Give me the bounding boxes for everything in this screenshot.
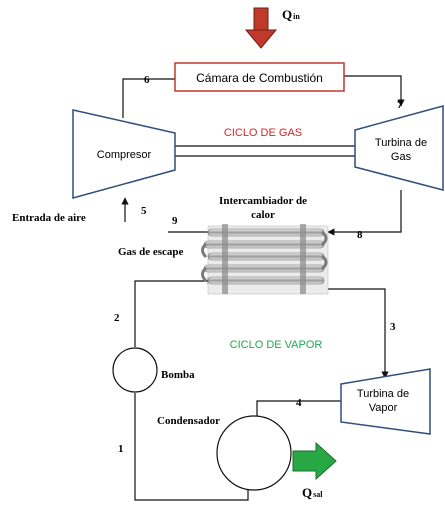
gas-turbine [354, 105, 444, 191]
line-compressor-to-combustion [122, 78, 175, 118]
condenser-label: Condensador [157, 415, 220, 427]
line-exchanger-to-vapor-turbine [325, 288, 389, 379]
state-point-2: 2 [114, 312, 120, 324]
heat-in-arrow [244, 7, 278, 49]
heat-out-label: Qsal [302, 485, 323, 500]
line-pump-to-exchanger [134, 277, 215, 347]
state-points: 1 2 3 4 5 6 7 8 9 [114, 74, 403, 455]
state-point-9: 9 [172, 215, 178, 227]
heat-in-label: Qin [282, 7, 300, 22]
gas-cycle-label: CICLO DE GAS [224, 127, 302, 139]
heat-exchanger-label-line1: Intercambiador de [219, 195, 307, 207]
line-combustion-to-turbine [344, 75, 405, 107]
pump [112, 347, 158, 393]
pump-label: Bomba [161, 369, 195, 381]
vapor-turbine-label-line1: Turbina de [357, 388, 409, 400]
state-point-3: 3 [390, 321, 396, 333]
heat-exchanger [201, 224, 329, 295]
heat-out-arrow [292, 441, 337, 481]
condenser [216, 415, 292, 491]
compressor-label: Compresor [97, 149, 152, 161]
combustion-chamber-label: Cámara de Combustión [196, 71, 323, 85]
state-point-1: 1 [118, 443, 124, 455]
gas-turbine-label-line1: Turbina de [375, 137, 427, 149]
line-turbine-to-exchanger [327, 190, 402, 236]
compressor [72, 109, 176, 199]
state-point-5: 5 [141, 205, 147, 217]
gas-cycle-lines [121, 75, 405, 236]
vapor-cycle-label: CICLO DE VAPOR [230, 339, 323, 351]
gas-turbine-label-line2: Gas [391, 151, 412, 163]
vapor-turbine-label-line2: Vapor [369, 402, 398, 414]
state-point-6: 6 [144, 74, 150, 86]
state-point-7: 7 [397, 99, 403, 111]
air-inlet-label: Entrada de aire [12, 212, 86, 224]
state-point-4: 4 [296, 397, 302, 409]
combustion-chamber [174, 62, 345, 92]
heat-exchanger-label-line2: calor [251, 209, 275, 221]
vapor-turbine [340, 368, 431, 435]
exhaust-label: Gas de escape [118, 246, 184, 258]
state-point-8: 8 [357, 229, 363, 241]
